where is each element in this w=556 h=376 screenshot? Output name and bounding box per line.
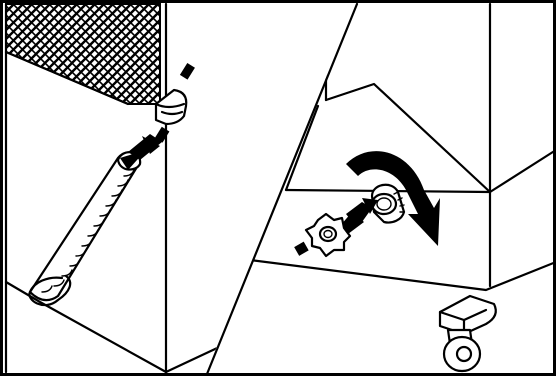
drain-hose-installation-diagram xyxy=(0,0,556,376)
